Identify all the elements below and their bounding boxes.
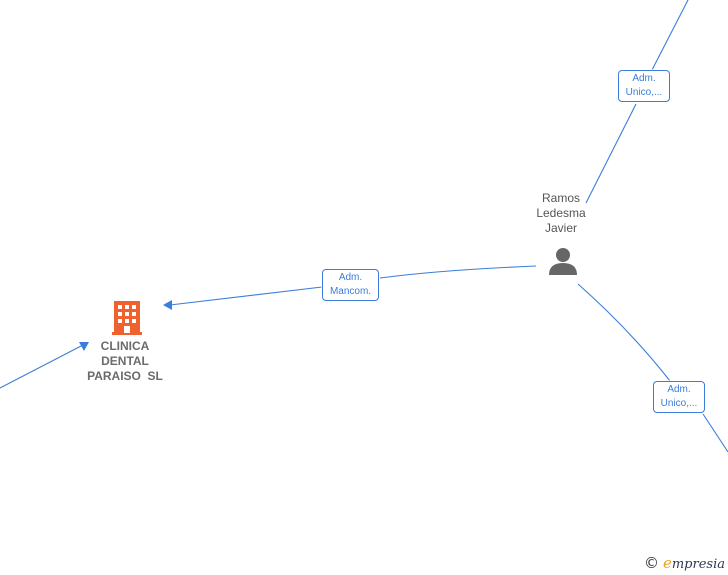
edge-bottom-right-lower [702, 413, 728, 453]
arrow-to-company [163, 300, 172, 310]
edge-bottom-right-upper [577, 283, 671, 382]
company-label-line: CLINICA [100, 339, 150, 353]
brand-logo-initial: e [662, 554, 672, 572]
empresia-watermark[interactable]: © empresia [644, 554, 725, 572]
arrow-to-company-left [79, 342, 89, 351]
brand-logo: empresia [663, 554, 725, 572]
person-icon[interactable] [549, 248, 577, 275]
copyright-icon: © [643, 554, 659, 572]
edge-person-company-left [169, 286, 323, 306]
edge-label-top-right[interactable]: Adm. Unico,... [618, 70, 670, 102]
person-label-line: Ledesma [536, 206, 586, 220]
person-label-line: Ramos [541, 191, 580, 205]
edge-label-bottom-right[interactable]: Adm. Unico,... [653, 381, 705, 413]
edge-label-line: Adm. [632, 73, 656, 84]
edge-left-incoming [0, 344, 84, 389]
edge-label-line: Unico,... [625, 87, 663, 98]
edge-person-company [379, 265, 537, 279]
company-label[interactable]: CLINICA DENTAL PARAISO SL [80, 339, 170, 384]
edge-label-line: Mancom. [329, 286, 372, 297]
building-icon[interactable] [112, 301, 142, 335]
brand-logo-text: mpresia [671, 557, 725, 572]
edge-top-right-upper [651, 0, 689, 71]
edge-label-line: Unico,... [660, 398, 698, 409]
edge-label-line: Adm. [667, 384, 691, 395]
person-label-line: Javier [544, 221, 577, 235]
person-label[interactable]: Ramos Ledesma Javier [530, 191, 592, 236]
edge-label-line: Adm. [338, 272, 363, 283]
company-label-line: DENTAL [101, 354, 149, 368]
company-label-line: PARAISO SL [87, 369, 163, 383]
edge-top-right-lower [585, 103, 637, 204]
edge-label-middle[interactable]: Adm. Mancom. [322, 269, 379, 301]
